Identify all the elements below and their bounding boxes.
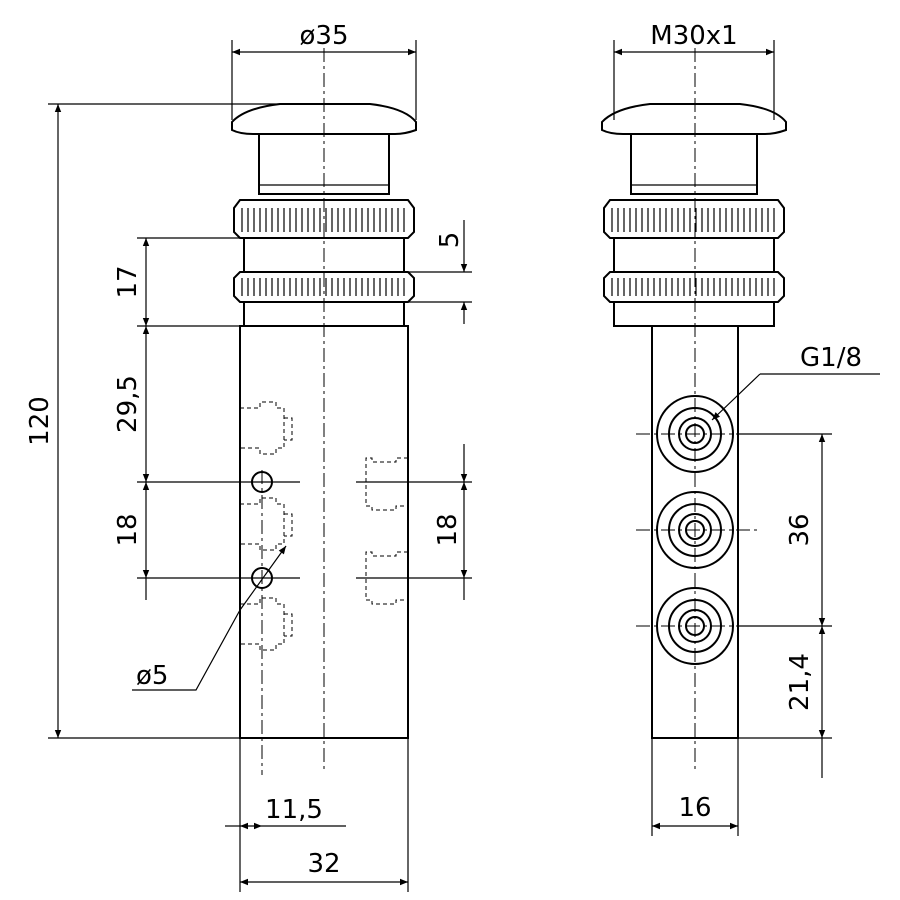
dim-side-body-width: 16: [678, 793, 711, 823]
dim-head-diameter: ø35: [300, 21, 349, 51]
front-view: ø35 120 17 5 29,5 18 18 ø5: [25, 21, 472, 892]
hidden-ports-left: [240, 401, 293, 651]
lower-knurled-nut-side: [603, 271, 785, 303]
dim-thread: M30x1: [650, 21, 737, 51]
lower-knurled-nut: [233, 271, 415, 303]
dim-nut-thickness: 5: [435, 232, 465, 249]
dim-nut-section: 17: [113, 265, 143, 298]
dim-overall-height: 120: [25, 396, 55, 446]
hidden-ports-right: [365, 457, 408, 605]
upper-knurled-nut-side: [603, 199, 785, 239]
dim-port-spacing-right: 18: [433, 513, 463, 546]
dim-port-spacing: 36: [785, 513, 815, 546]
dim-hole-offset: 11,5: [265, 795, 323, 825]
dim-body-width: 32: [307, 849, 340, 879]
push-button-cap: [231, 103, 417, 135]
upper-knurled-nut: [233, 199, 415, 239]
dim-port-spacing-left: 18: [113, 513, 143, 546]
dim-body-upper: 29,5: [113, 375, 143, 433]
side-view: M30x1 G1/8 36 21,4 16: [601, 21, 880, 836]
dim-port-bottom: 21,4: [785, 653, 815, 711]
dim-hole-diameter: ø5: [136, 661, 168, 691]
push-button-cap-side: [601, 103, 787, 135]
dim-port-thread: G1/8: [800, 343, 862, 373]
